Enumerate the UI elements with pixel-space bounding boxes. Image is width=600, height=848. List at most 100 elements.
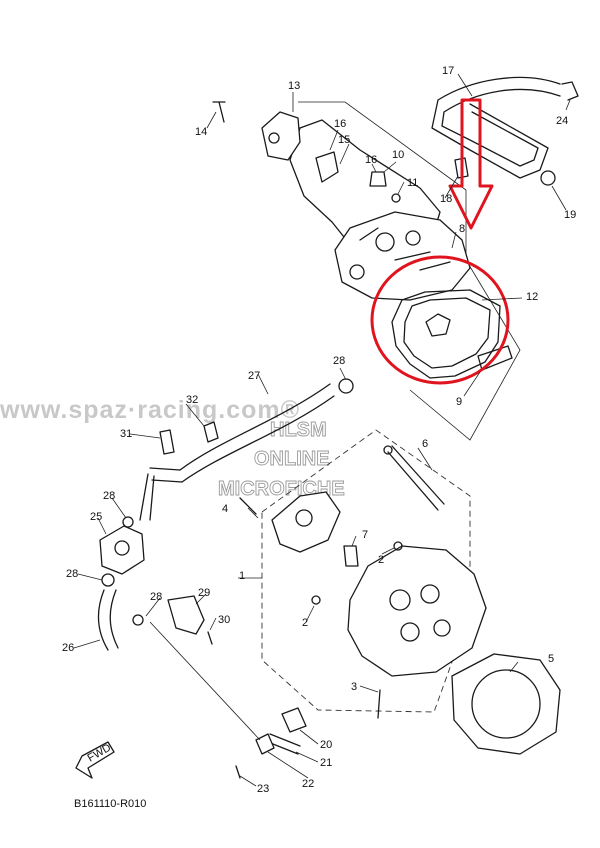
- head-port-4: [433, 619, 451, 637]
- callout-15: 15: [338, 134, 350, 146]
- callout-3: 3: [351, 681, 357, 693]
- callout-16a: 16: [334, 118, 346, 130]
- hose-26: [97, 589, 119, 651]
- cam-bracket: [271, 491, 341, 553]
- watermark-text: www.spaz·racing.com®: [0, 396, 300, 424]
- clamp-19: [540, 170, 556, 186]
- hose-27-branch: [139, 467, 183, 521]
- callout-7: 7: [362, 529, 368, 541]
- head-cover-body: [334, 211, 471, 301]
- stamp-line-1: HLSM: [270, 419, 327, 441]
- air-valve-25: [99, 525, 145, 575]
- callout-16b: 16: [365, 154, 377, 166]
- callout-32: 32: [186, 394, 198, 406]
- stud-6-nut: [383, 445, 393, 455]
- reed-valve-13: [261, 111, 301, 161]
- callout-18: 18: [440, 193, 452, 205]
- callout-28b: 28: [103, 490, 115, 502]
- part-20: [281, 707, 307, 733]
- callout-8: 8: [459, 223, 465, 235]
- part-22: [255, 733, 275, 755]
- gasket-12-outer: [391, 289, 501, 379]
- joint-31: [159, 429, 175, 455]
- bolt-30: [207, 631, 213, 645]
- callout-2a: 2: [302, 617, 308, 629]
- bracket-hole: [295, 509, 313, 527]
- air-valve-port: [114, 540, 130, 556]
- callout-27: 27: [248, 370, 260, 382]
- callout-14: 14: [195, 126, 207, 138]
- bolt-10: [369, 171, 387, 187]
- gasket-12-inner: [403, 297, 491, 369]
- callout-19: 19: [564, 209, 576, 221]
- head-port-2: [420, 584, 440, 604]
- callout-28d: 28: [150, 591, 162, 603]
- callout-28c: 28: [66, 568, 78, 580]
- plug-7: [343, 545, 359, 567]
- cylinder-head: [347, 545, 487, 677]
- callout-11: 11: [407, 177, 418, 189]
- callout-23: 23: [257, 783, 269, 795]
- callout-1: 1: [239, 570, 245, 582]
- cylinder-bore: [471, 669, 541, 739]
- callout-13: 13: [288, 80, 300, 92]
- gasket-21: [267, 733, 301, 755]
- callout-9: 9: [456, 396, 462, 408]
- stud-6: [387, 445, 445, 511]
- callout-26: 26: [62, 642, 74, 654]
- callout-10: 10: [392, 149, 404, 161]
- stamp-line-2: ONLINE: [254, 448, 330, 470]
- bolt-3: [377, 689, 381, 719]
- callout-22: 22: [302, 778, 314, 790]
- callout-29: 29: [198, 587, 210, 599]
- clamp-28-b: [101, 573, 115, 587]
- callout-12: 12: [526, 291, 538, 303]
- clamp-28-a: [122, 516, 134, 528]
- highlight-overlay: [370, 98, 510, 385]
- callout-21: 21: [320, 757, 332, 769]
- cover-port-1: [349, 264, 365, 280]
- callout-31: 31: [120, 428, 132, 440]
- upper-assembly: [212, 76, 579, 441]
- head-port-3: [400, 622, 420, 642]
- lower-assembly: FWD: [75, 378, 561, 779]
- head-port-1: [389, 589, 411, 611]
- bolt-14: [212, 101, 226, 123]
- gasket-12-port: [425, 313, 451, 337]
- breather-hose-17: [431, 76, 561, 179]
- callout-20: 20: [320, 739, 332, 751]
- callout-2b: 2: [378, 554, 384, 566]
- callout-5: 5: [548, 653, 554, 665]
- fwd-arrow-icon: [75, 741, 115, 779]
- cover-ribs: [359, 227, 451, 271]
- cover-port-3: [405, 230, 421, 246]
- reed-port: [268, 132, 280, 144]
- plate-15: [315, 151, 339, 183]
- callout-24: 24: [556, 115, 568, 127]
- callout-6: 6: [422, 438, 428, 450]
- washer-11: [391, 193, 401, 203]
- hose-27: [179, 383, 335, 483]
- cover-port-2: [375, 232, 395, 252]
- bracket-29: [167, 595, 205, 635]
- callout-30: 30: [218, 614, 230, 626]
- clamp-28-c: [132, 614, 144, 626]
- leader-lines: [73, 73, 571, 787]
- highlight-circle: [370, 255, 510, 385]
- dowel-2a: [311, 595, 321, 605]
- dowel-2b: [393, 541, 403, 551]
- callout-25: 25: [90, 511, 102, 523]
- callout-28a: 28: [333, 355, 345, 367]
- clip-24: [561, 81, 579, 101]
- clip-32: [203, 421, 219, 443]
- clamp-28-top: [338, 378, 354, 394]
- bolt-4: [239, 497, 257, 515]
- gasket-9: [477, 345, 513, 371]
- callout-4: 4: [222, 503, 228, 515]
- cylinder-gasket-5: [451, 653, 561, 755]
- highlight-arrow: [448, 98, 494, 230]
- callout-labels: 1 2 2 3 4 5 6 7 8 9 10 11 12 13 14 15 16…: [62, 65, 576, 795]
- callout-17: 17: [442, 65, 454, 77]
